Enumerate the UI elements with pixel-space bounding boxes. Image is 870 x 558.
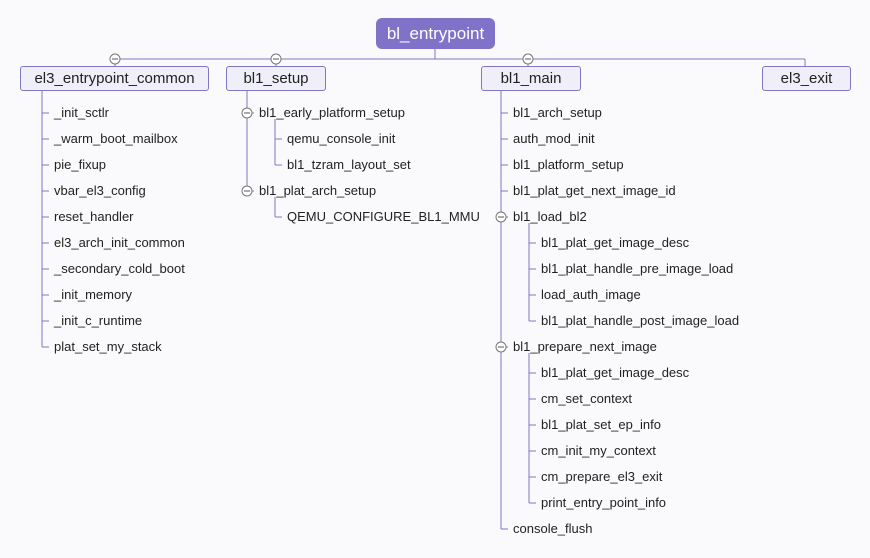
leaf-bl1-plat-arch-setup[interactable]: bl1_plat_arch_setup	[259, 183, 377, 198]
branch-bl1-main[interactable]: bl1_main	[481, 66, 581, 91]
leaf-bl1-platform-setup[interactable]: bl1_platform_setup	[513, 157, 624, 172]
leaf-init-c-runtime[interactable]: _init_c_runtime	[54, 313, 143, 328]
leaf-el3-arch-init-common[interactable]: el3_arch_init_common	[54, 235, 185, 250]
leaf-cm-set-context[interactable]: cm_set_context	[541, 391, 633, 406]
leaf-cm-init-my-context[interactable]: cm_init_my_context	[541, 443, 656, 458]
leaf-bl1-plat-handle-pre-image-load[interactable]: bl1_plat_handle_pre_image_load	[541, 261, 734, 276]
leaf-cm-prepare-el3-exit[interactable]: cm_prepare_el3_exit	[541, 469, 663, 484]
leaf-qemu-configure-bl1-mmu[interactable]: QEMU_CONFIGURE_BL1_MMU	[287, 209, 480, 224]
leaf-pie-fixup[interactable]: pie_fixup	[54, 157, 107, 172]
collapse-toggle-icon[interactable]	[270, 53, 282, 65]
leaf-bl1-prepare-next-image[interactable]: bl1_prepare_next_image	[513, 339, 657, 354]
leaf-qemu-console-init[interactable]: qemu_console_init	[287, 131, 396, 146]
collapse-toggle-icon[interactable]	[495, 341, 507, 353]
branch-el3-entrypoint-common[interactable]: el3_entrypoint_common	[20, 66, 209, 91]
collapse-toggle-icon[interactable]	[522, 53, 534, 65]
leaf-init-sctlr[interactable]: _init_sctlr	[54, 105, 109, 120]
root-node[interactable]: bl_entrypoint	[376, 18, 495, 49]
leaf-bl1-plat-get-image-desc[interactable]: bl1_plat_get_image_desc	[541, 235, 690, 250]
leaf-auth-mod-init[interactable]: auth_mod_init	[513, 131, 595, 146]
leaf-bl1-plat-get-image-desc-2[interactable]: bl1_plat_get_image_desc	[541, 365, 690, 380]
collapse-toggle-icon[interactable]	[495, 211, 507, 223]
leaf-reset-handler[interactable]: reset_handler	[54, 209, 134, 224]
leaf-bl1-early-platform-setup[interactable]: bl1_early_platform_setup	[259, 105, 405, 120]
collapse-toggle-icon[interactable]	[109, 53, 121, 65]
collapse-toggle-icon[interactable]	[241, 185, 253, 197]
leaf-vbar-el3-config[interactable]: vbar_el3_config	[54, 183, 146, 198]
branch-el3-exit[interactable]: el3_exit	[762, 66, 851, 91]
leaf-print-entry-point-info[interactable]: print_entry_point_info	[541, 495, 667, 510]
leaf-bl1-plat-handle-post-image-load[interactable]: bl1_plat_handle_post_image_load	[541, 313, 740, 328]
leaf-secondary-cold-boot[interactable]: _secondary_cold_boot	[54, 261, 185, 276]
leaf-init-memory[interactable]: _init_memory	[54, 287, 133, 302]
leaf-bl1-tzram-layout-set[interactable]: bl1_tzram_layout_set	[287, 157, 411, 172]
leaf-bl1-load-bl2[interactable]: bl1_load_bl2	[513, 209, 587, 224]
branch-bl1-setup[interactable]: bl1_setup	[226, 66, 326, 91]
leaf-bl1-plat-get-next-image-id[interactable]: bl1_plat_get_next_image_id	[513, 183, 676, 198]
leaf-bl1-plat-set-ep-info[interactable]: bl1_plat_set_ep_info	[541, 417, 661, 432]
leaf-bl1-arch-setup[interactable]: bl1_arch_setup	[513, 105, 602, 120]
leaf-warm-boot-mailbox[interactable]: _warm_boot_mailbox	[54, 131, 178, 146]
leaf-load-auth-image[interactable]: load_auth_image	[541, 287, 641, 302]
leaf-plat-set-my-stack[interactable]: plat_set_my_stack	[54, 339, 162, 354]
leaf-console-flush[interactable]: console_flush	[513, 521, 593, 536]
collapse-toggle-icon[interactable]	[241, 107, 253, 119]
